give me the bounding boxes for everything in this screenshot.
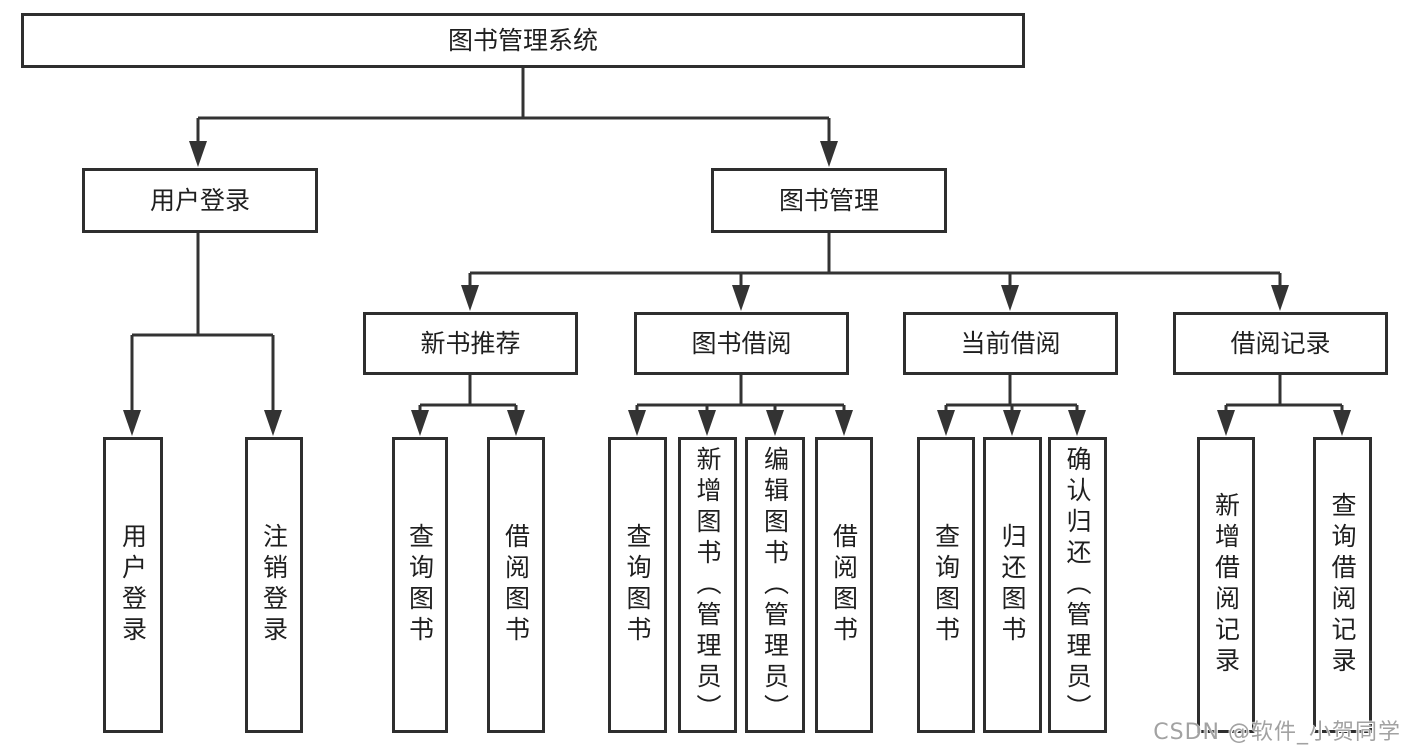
edge-new-book-rec-to-children [411, 375, 525, 436]
leaf-confirm-return-admin: 确认归还（管理员） [1048, 437, 1107, 733]
leaf-add-books-admin: 新增图书（管理员） [678, 437, 737, 733]
edge-root-to-children [189, 68, 838, 167]
edge-current-borrow-to-children [937, 375, 1086, 436]
leaf-borrow-books-2: 借阅图书 [815, 437, 873, 733]
leaf-add-borrow-record: 新增借阅记录 [1197, 437, 1255, 733]
node-user-login-label: 用户登录 [149, 186, 250, 215]
node-current-borrowing-label: 当前借阅 [960, 329, 1061, 358]
node-current-borrowing: 当前借阅 [903, 312, 1118, 375]
csdn-watermark: CSDN @软件_小贺同学 [1153, 720, 1401, 745]
leaf-return-books-label: 归还图书 [998, 523, 1027, 647]
leaf-add-books-admin-label: 新增图书（管理员） [693, 445, 722, 725]
leaf-user-login-label: 用户登录 [118, 523, 148, 647]
leaf-borrow-books-1: 借阅图书 [487, 437, 545, 733]
leaf-logout: 注销登录 [245, 437, 303, 733]
node-root-system-label: 图书管理系统 [447, 26, 598, 55]
leaf-query-books-3: 查询图书 [917, 437, 975, 733]
leaf-query-books-2: 查询图书 [608, 437, 667, 733]
node-book-management: 图书管理 [711, 168, 947, 233]
edge-borrow-records-to-children [1217, 375, 1351, 436]
leaf-edit-books-admin-label: 编辑图书（管理员） [760, 445, 790, 725]
leaf-query-borrow-record: 查询借阅记录 [1313, 437, 1372, 733]
edge-book-mgmt-to-children [461, 233, 1289, 311]
node-new-book-recommend: 新书推荐 [363, 312, 578, 375]
node-user-login: 用户登录 [82, 168, 318, 233]
node-book-borrowing-label: 图书借阅 [691, 329, 792, 358]
leaf-return-books: 归还图书 [983, 437, 1042, 733]
edge-user-login-to-children [123, 233, 282, 436]
leaf-add-borrow-record-label: 新增借阅记录 [1211, 492, 1241, 678]
leaf-user-login: 用户登录 [103, 437, 163, 733]
leaf-borrow-books-2-label: 借阅图书 [829, 523, 859, 647]
leaf-query-books-2-label: 查询图书 [623, 523, 652, 647]
node-book-management-label: 图书管理 [778, 186, 879, 215]
leaf-confirm-return-admin-label: 确认归还（管理员） [1063, 445, 1092, 725]
node-borrow-records-label: 借阅记录 [1230, 329, 1331, 358]
node-new-book-recommend-label: 新书推荐 [420, 329, 521, 358]
leaf-query-borrow-record-label: 查询借阅记录 [1328, 492, 1357, 678]
leaf-logout-label: 注销登录 [259, 523, 289, 647]
node-root-system: 图书管理系统 [21, 13, 1025, 68]
node-borrow-records: 借阅记录 [1173, 312, 1388, 375]
leaf-query-books-1: 查询图书 [392, 437, 448, 733]
leaf-edit-books-admin: 编辑图书（管理员） [745, 437, 805, 733]
leaf-query-books-1-label: 查询图书 [405, 523, 435, 647]
leaf-query-books-3-label: 查询图书 [931, 523, 961, 647]
leaf-borrow-books-1-label: 借阅图书 [501, 523, 531, 647]
edge-book-borrow-to-children [628, 375, 853, 436]
node-book-borrowing: 图书借阅 [634, 312, 849, 375]
